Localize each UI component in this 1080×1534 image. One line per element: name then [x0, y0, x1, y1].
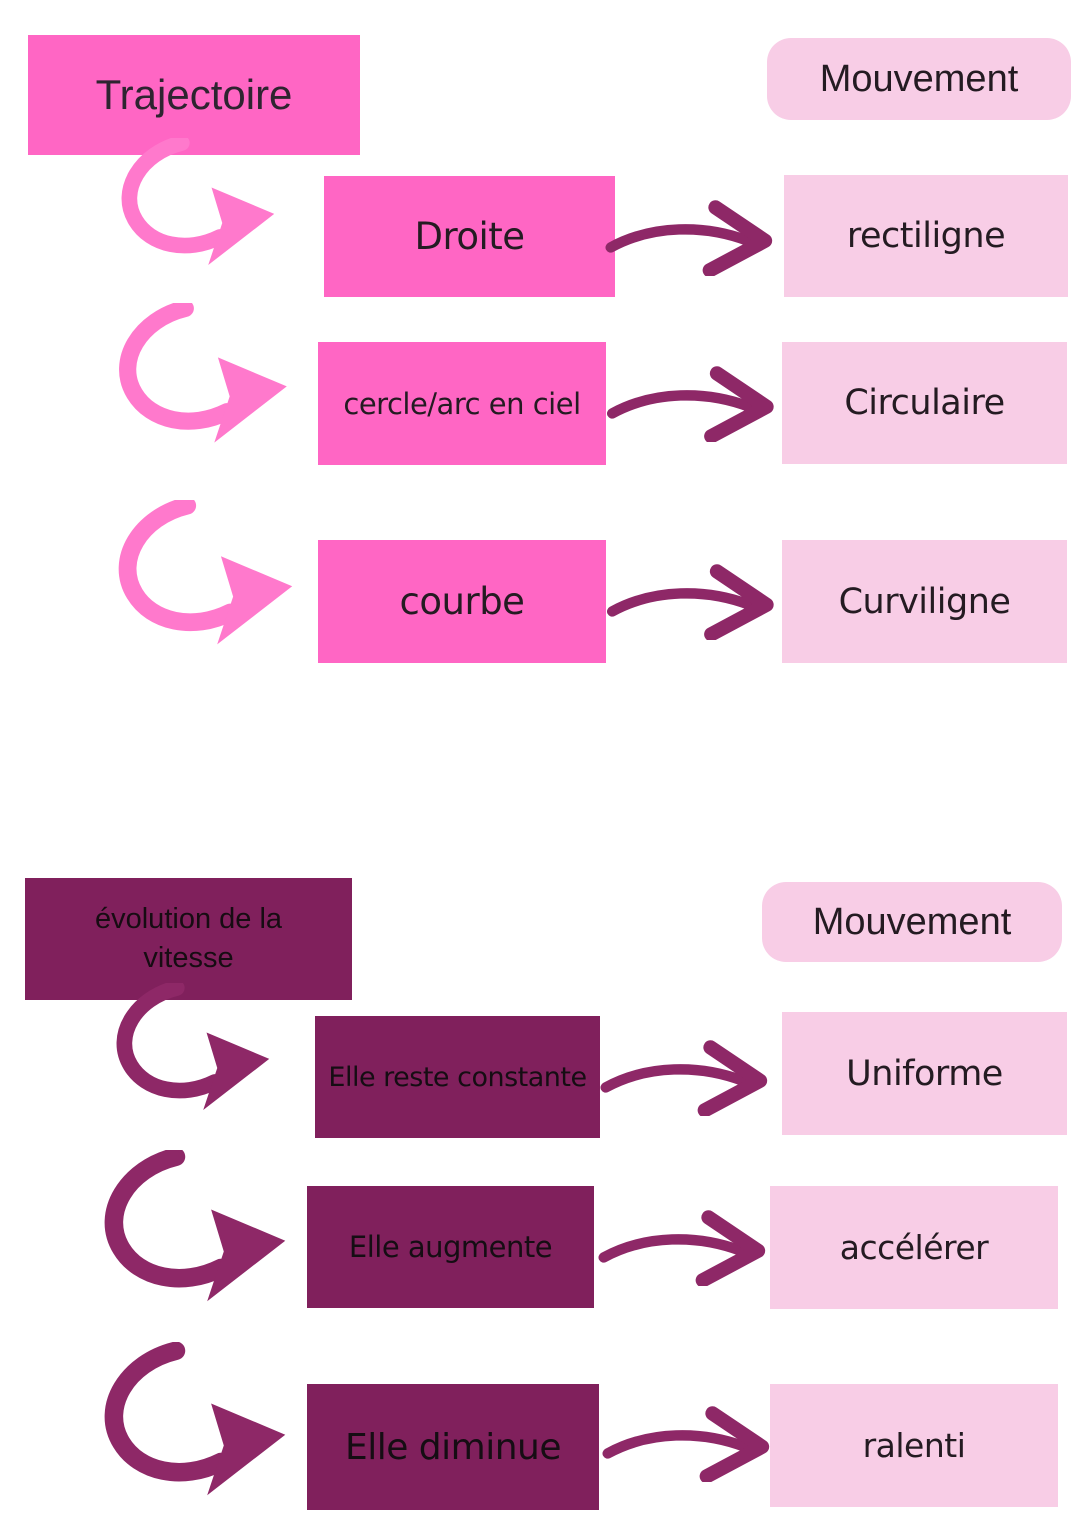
section2-mouvement-pill: Mouvement — [762, 882, 1062, 962]
target-box-curviligne: Curviligne — [782, 540, 1067, 663]
straight-arrow-icon — [606, 560, 788, 640]
source-label: courbe — [399, 580, 525, 623]
section1-mouvement-pill: Mouvement — [767, 38, 1071, 120]
straight-arrow-icon — [596, 1206, 781, 1286]
section1-title-box: Trajectoire — [28, 35, 360, 155]
section1-mouvement-label: Mouvement — [819, 57, 1019, 100]
target-label: Uniforme — [846, 1053, 1003, 1094]
source-label: Elle diminue — [344, 1426, 562, 1468]
target-box-circulaire: Circulaire — [782, 342, 1067, 464]
straight-arrow-icon — [598, 1036, 783, 1116]
curved-arrow-icon — [105, 303, 300, 448]
source-label: Elle reste constante — [328, 1061, 587, 1093]
curved-arrow-icon — [105, 500, 305, 650]
source-box-courbe: courbe — [318, 540, 606, 663]
target-box-rectiligne: rectiligne — [784, 175, 1068, 297]
section1-title: Trajectoire — [95, 71, 293, 118]
source-box-augmente: Elle augmente — [307, 1186, 594, 1308]
target-label: rectiligne — [846, 216, 1006, 256]
source-box-cercle: cercle/arc en ciel — [318, 342, 606, 465]
target-label: Curviligne — [838, 581, 1011, 622]
source-label: cercle/arc en ciel — [343, 386, 581, 421]
curved-arrow-icon — [105, 138, 290, 270]
source-label: Droite — [414, 215, 525, 258]
straight-arrow-icon — [606, 362, 788, 442]
source-label: Elle augmente — [348, 1230, 553, 1264]
section2-title-line2: vitesse — [143, 942, 234, 974]
section2-title-box: évolution de la vitesse — [25, 878, 352, 1000]
source-box-constante: Elle reste constante — [315, 1016, 600, 1138]
straight-arrow-icon — [603, 196, 788, 276]
curved-arrow-icon — [92, 1342, 297, 1504]
curved-arrow-icon — [100, 983, 285, 1115]
target-box-accelerer: accélérer — [770, 1186, 1058, 1309]
section2-mouvement-label: Mouvement — [812, 900, 1012, 943]
section2-title-line1: évolution de la — [94, 902, 283, 935]
source-box-droite: Droite — [324, 176, 615, 297]
target-label: ralenti — [862, 1426, 966, 1465]
target-box-ralenti: ralenti — [770, 1384, 1058, 1507]
target-box-uniforme: Uniforme — [782, 1012, 1067, 1135]
straight-arrow-icon — [600, 1402, 785, 1482]
source-box-diminue: Elle diminue — [307, 1384, 599, 1510]
target-label: Circulaire — [844, 383, 1005, 423]
target-label: accélérer — [839, 1228, 989, 1267]
curved-arrow-icon — [92, 1150, 297, 1308]
